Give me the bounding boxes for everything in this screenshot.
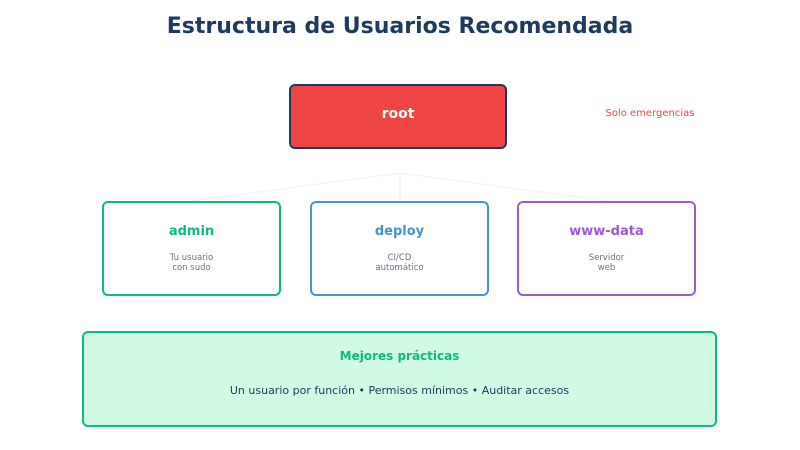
user-desc-line: web <box>597 263 616 273</box>
user-node-admin: admin Tu usuario con sudo <box>102 201 281 296</box>
user-desc-line: Servidor <box>588 253 625 263</box>
root-user-label: root <box>381 105 415 122</box>
best-practices-title: Mejores prácticas <box>339 349 460 363</box>
user-desc-line: automático <box>375 263 424 273</box>
user-desc-line: con sudo <box>172 263 211 273</box>
user-node-deploy: deploy CI/CD automático <box>310 201 489 296</box>
best-practices-text: Un usuario por función • Permisos mínimo… <box>229 384 570 397</box>
root-user-node: root <box>289 84 507 149</box>
user-name-deploy: deploy <box>374 224 425 239</box>
user-desc-line: CI/CD <box>387 253 412 263</box>
best-practices-panel: Mejores prácticas Un usuario por función… <box>82 331 717 427</box>
connector-root-admin <box>191 172 401 202</box>
user-desc-www-data: Servidor web <box>519 253 694 273</box>
user-desc-admin: Tu usuario con sudo <box>104 253 279 273</box>
user-desc-line: Tu usuario <box>169 253 214 263</box>
user-desc-deploy: CI/CD automático <box>312 253 487 273</box>
diagram-title: Estructura de Usuarios Recomendada <box>166 14 634 39</box>
user-node-www-data: www-data Servidor web <box>517 201 696 296</box>
user-name-www-data: www-data <box>569 224 644 239</box>
user-name-admin: admin <box>168 224 215 239</box>
root-note: Solo emergencias <box>605 108 695 119</box>
connector-root-www-data <box>399 172 608 202</box>
